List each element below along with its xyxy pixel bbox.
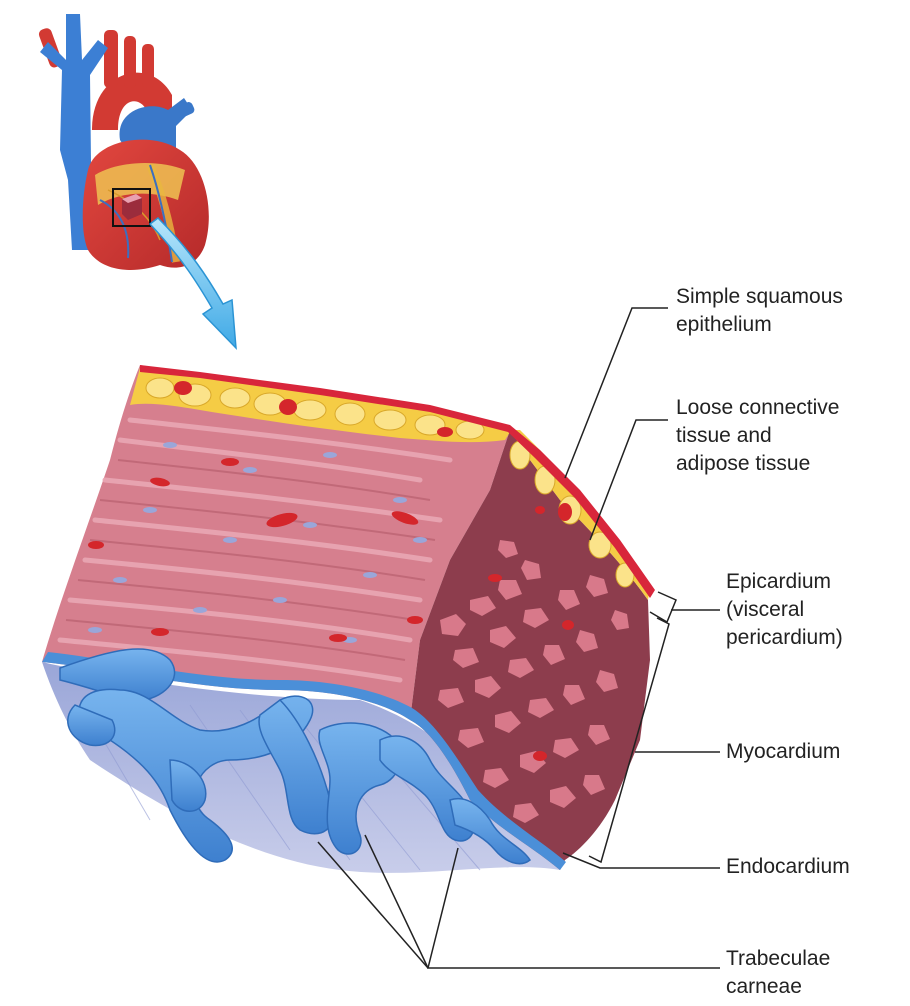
zoom-arrow (148, 217, 237, 351)
trabeculae-carneae (59, 648, 532, 865)
callout-line-simple-squamous (564, 307, 668, 479)
epicardium-bracket (649, 591, 677, 624)
callout-lines (317, 307, 720, 969)
label-loose-connective-tissue: Loose connective tissue and adipose tiss… (676, 396, 840, 475)
heart-illustration (38, 14, 209, 270)
tissue-block (42, 365, 655, 873)
label-endocardium: Endocardium (726, 855, 850, 878)
label-myocardium: Myocardium (726, 740, 841, 763)
callout-line-trabeculae-2 (364, 834, 429, 969)
callout-line-endocardium (562, 852, 720, 869)
callout-line-trabeculae-3 (427, 847, 720, 969)
label-simple-squamous-epithelium: Simple squamous epithelium (676, 285, 843, 336)
myocardium-bracket (588, 617, 670, 864)
label-epicardium: Epicardium (visceral pericardium) (726, 570, 843, 649)
callout-line-trabeculae-1 (317, 841, 429, 969)
label-trabeculae-carneae: Trabeculae carneae (726, 947, 831, 998)
callout-line-loose-connective (589, 419, 668, 541)
